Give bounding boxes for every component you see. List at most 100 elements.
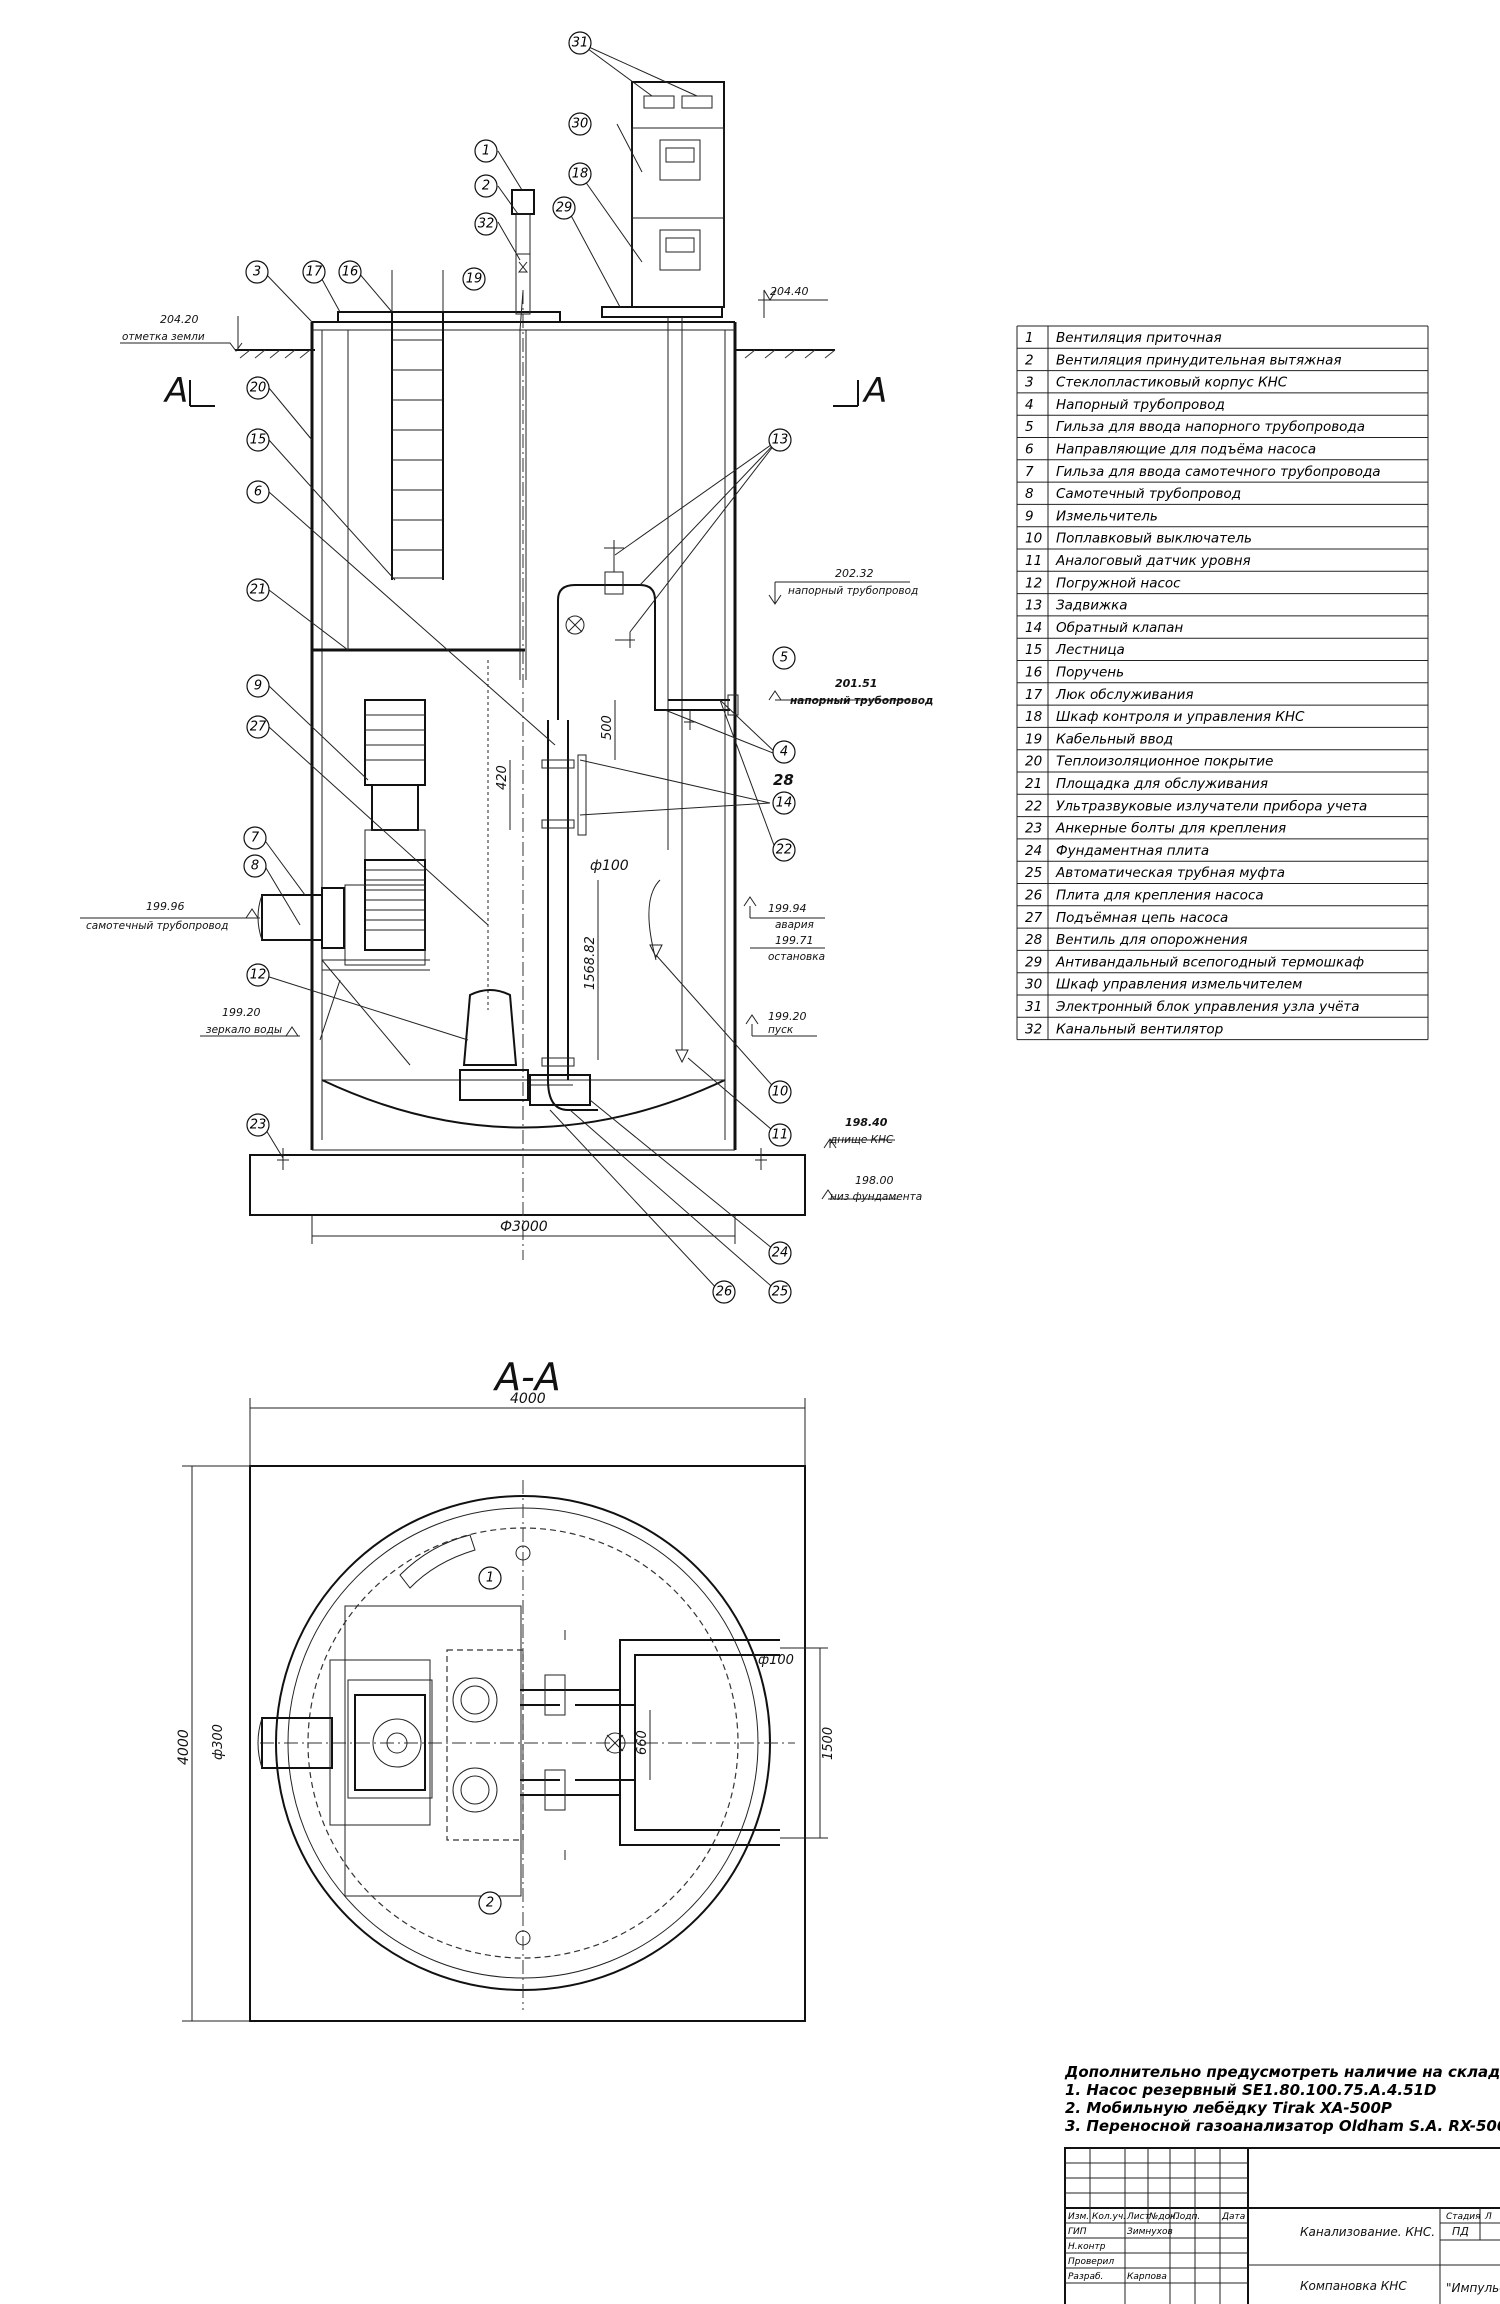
legend-number: 15 (1025, 642, 1042, 658)
legend-text: Фундаментная плита (1056, 843, 1209, 859)
svg-text:14: 14 (776, 796, 793, 811)
discharge-riser (529, 720, 598, 1111)
callout-9: 9 (246, 674, 270, 698)
legend-text: Вентиляция приточная (1056, 330, 1222, 346)
callout-7: 7 (243, 826, 267, 850)
legend-text: Самотечный трубопровод (1056, 486, 1241, 502)
svg-text:25: 25 (772, 1285, 789, 1300)
legend-number: 29 (1025, 954, 1042, 970)
dim-500: 500 (600, 715, 615, 740)
legend-number: 9 (1025, 508, 1034, 524)
callout-24: 24 (768, 1241, 792, 1265)
callout-17: 17 (302, 260, 326, 284)
callout-15: 15 (246, 428, 270, 452)
plan-callout-2: 2 (486, 1896, 494, 1911)
legend-text: Направляющие для подъёма насоса (1056, 442, 1316, 458)
legend-number: 17 (1025, 687, 1043, 703)
callout-16: 16 (338, 260, 362, 284)
dim-dia3000: Ф3000 (500, 1219, 548, 1235)
legend-number: 14 (1025, 620, 1042, 636)
legend-row: 11 Аналоговый датчик уровня (1017, 548, 1428, 569)
elev-foundation-label: низ фундамента (830, 1191, 922, 1203)
tb-role-nkontr: Н.контр (1068, 2242, 1106, 2252)
submersible-pump (459, 660, 573, 1101)
legend-text: Плита для крепления насоса (1056, 888, 1264, 904)
notes-item-3: 3. Переносной газоанализатор Oldham S.A.… (1065, 2117, 1500, 2135)
svg-text:31: 31 (572, 36, 589, 51)
legend-text: Измельчитель (1056, 508, 1158, 524)
svg-text:1: 1 (482, 144, 490, 159)
callout-31: 31 (568, 31, 592, 55)
ladder (391, 312, 444, 580)
pressure-pipe (557, 540, 739, 730)
callout-30: 30 (568, 112, 592, 136)
svg-text:29: 29 (556, 201, 573, 216)
dim-height-4000: 4000 (176, 1729, 192, 1765)
legend-text: Напорный трубопровод (1056, 397, 1225, 413)
legend-number: 10 (1025, 531, 1042, 547)
callout-27: 27 (246, 715, 270, 739)
elev-ground-value: 204.20 (160, 313, 199, 326)
tb-sheet-label: Л (1484, 2212, 1492, 2222)
tb-stage: ПД (1452, 2225, 1469, 2238)
legend-number: 11 (1025, 553, 1042, 569)
legend-text: Аналоговый датчик уровня (1055, 553, 1251, 569)
legend-number: 19 (1025, 731, 1042, 747)
tb-h-izm: Изм. (1068, 2212, 1089, 2222)
legend-number: 23 (1025, 821, 1042, 837)
dim-1568: 1568.82 (583, 936, 598, 990)
legend-number: 32 (1025, 1021, 1042, 1037)
elev-alarm-label: авария (775, 919, 814, 931)
title-block: Изм. Кол.уч. Лист №док. Подп. Дата ГИП З… (1064, 2147, 1500, 2304)
legend-number: 7 (1025, 464, 1034, 480)
elev-water-label: зеркало воды (206, 1024, 282, 1036)
svg-text:24: 24 (772, 1246, 789, 1261)
legend-number: 5 (1025, 419, 1034, 435)
legend-row: 19 Кабельный ввод (1017, 726, 1428, 747)
legend-text: Кабельный ввод (1056, 731, 1173, 747)
dim-dia100: ф100 (590, 858, 629, 874)
svg-text:7: 7 (251, 831, 260, 846)
legend-number: 31 (1025, 999, 1042, 1015)
callout-14: 14 (772, 791, 796, 815)
svg-text:9: 9 (254, 679, 262, 694)
legend-text: Задвижка (1056, 598, 1128, 614)
elevation-dimensions: 420 500 ф100 1568.82 Ф3000 (311, 700, 736, 1244)
tb-h-date: Дата (1221, 2212, 1245, 2222)
legend-number: 8 (1025, 486, 1034, 502)
ground-right (735, 349, 836, 359)
dim-660: 660 (635, 1730, 650, 1755)
callout-8: 8 (243, 854, 267, 878)
legend-number: 16 (1025, 665, 1042, 681)
callout-19: 19 (462, 267, 486, 291)
section-marker-right: А (862, 371, 887, 411)
svg-text:27: 27 (250, 720, 267, 735)
legend-text: Люк обслуживания (1055, 687, 1193, 703)
legend-number: 25 (1025, 865, 1042, 881)
tb-company: "Импульс. (1446, 2281, 1500, 2295)
section-marker-left: А (163, 371, 188, 411)
svg-text:12: 12 (250, 968, 267, 983)
section-title: А-А (492, 1355, 561, 1399)
elev-bottom-label: днище КНС (829, 1134, 894, 1146)
legend-text: Теплоизоляционное покрытие (1056, 754, 1273, 770)
vent-pipes (511, 189, 535, 315)
callout-20: 20 (246, 376, 270, 400)
tb-role-razrab: Разраб. (1068, 2272, 1103, 2282)
elevation-view: 204.20 отметка земли 204.40 202.32 напор… (80, 31, 933, 1304)
svg-text:18: 18 (572, 167, 589, 182)
svg-text:23: 23 (250, 1118, 267, 1133)
level-sensors (648, 879, 689, 1064)
svg-text:32: 32 (478, 217, 495, 232)
